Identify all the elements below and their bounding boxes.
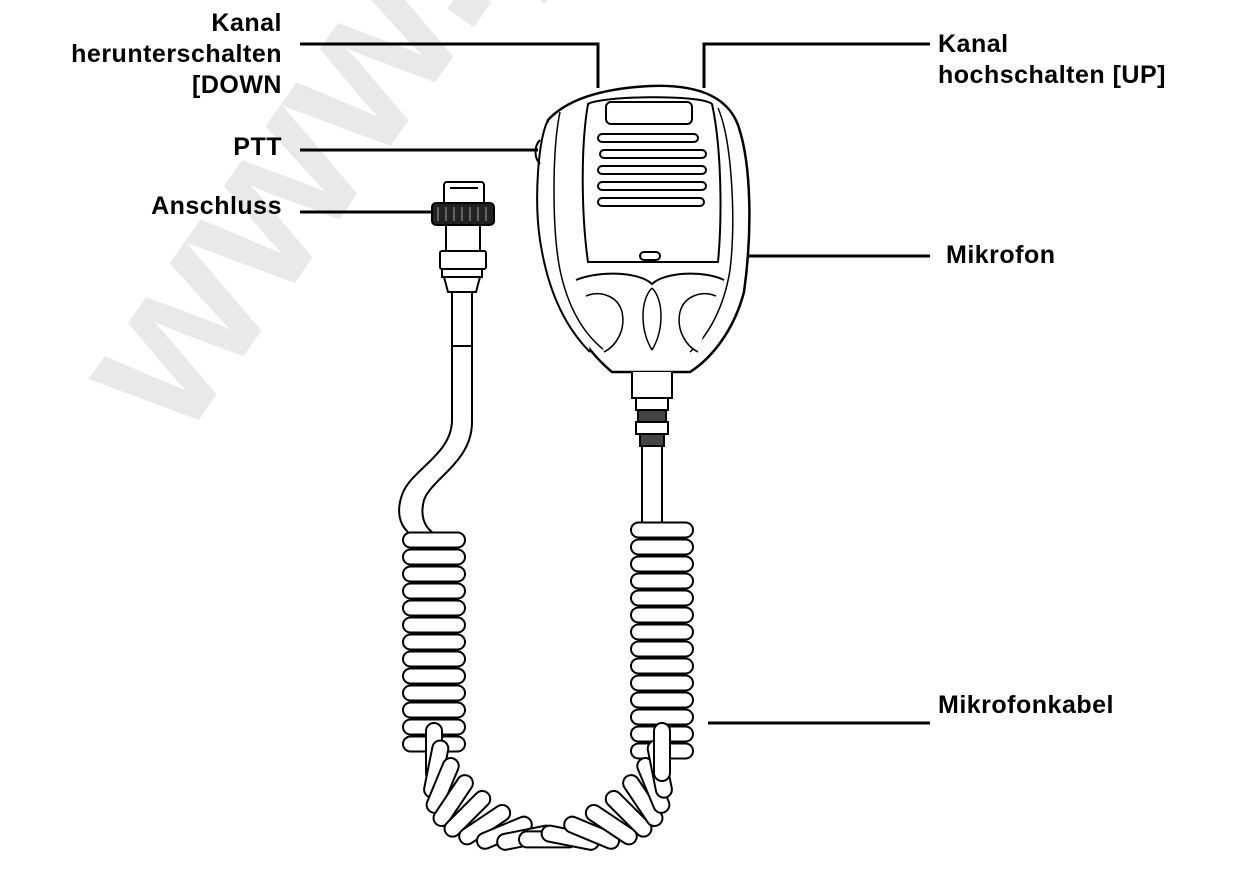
label-connector: Anschluss: [0, 191, 282, 222]
leader-line-up: [704, 44, 930, 88]
coil-loop: [403, 669, 465, 684]
coil-loop: [403, 652, 465, 667]
coil-loop: [654, 723, 670, 781]
label-channel-up-line2: hochschalten [UP]: [938, 60, 1166, 91]
label-channel-down-line3: [DOWN: [0, 70, 282, 101]
coil-loop: [403, 703, 465, 718]
coil-loop: [403, 601, 465, 616]
label-channel-down: Kanal herunterschalten [DOWN: [0, 8, 282, 101]
coil-loop: [631, 659, 693, 674]
label-channel-down-line2: herunterschalten: [0, 39, 282, 70]
coil-loop: [403, 686, 465, 701]
coil-loop: [631, 540, 693, 555]
coil-loop: [403, 618, 465, 633]
label-microphone-cable: Mikrofonkabel: [938, 690, 1114, 721]
label-channel-down-line1: Kanal: [0, 8, 282, 39]
strain-relief: [636, 398, 668, 524]
coil-loop: [403, 567, 465, 582]
coil-loop: [631, 625, 693, 640]
coil-loop: [631, 693, 693, 708]
leader-line-down: [300, 44, 598, 88]
coil-loop: [631, 676, 693, 691]
coil-loop: [403, 533, 465, 548]
coil-loop: [403, 550, 465, 565]
coiled-cable: [403, 523, 693, 852]
coil-loop: [631, 591, 693, 606]
coil-loop: [631, 642, 693, 657]
coil-loop: [631, 608, 693, 623]
coil-loop: [403, 584, 465, 599]
coil-loop: [403, 635, 465, 650]
label-channel-up-line1: Kanal: [938, 29, 1166, 60]
cable-left: [399, 346, 472, 532]
coil-loop: [631, 574, 693, 589]
coil-loop: [631, 523, 693, 538]
microphone-body: [537, 86, 749, 398]
label-microphone: Mikrofon: [946, 240, 1056, 271]
label-channel-up: Kanal hochschalten [UP]: [938, 29, 1166, 91]
label-ptt: PTT: [0, 132, 282, 163]
connector-plug: [432, 182, 494, 346]
coil-loop: [631, 557, 693, 572]
